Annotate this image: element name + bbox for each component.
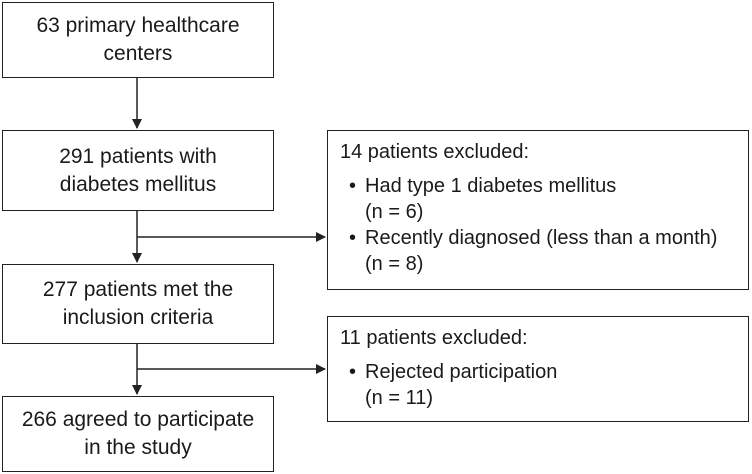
exclusion-item: • Rejected participation (n = 11) xyxy=(340,359,748,411)
box-inclusion-criteria: 277 patients met the inclusion criteria xyxy=(2,264,274,344)
box-text-line: 277 patients met the xyxy=(42,278,234,301)
exclusion-item-count: (n = 8) xyxy=(365,253,424,275)
exclusion-item-count: (n = 6) xyxy=(365,201,424,223)
box-exclusion-second: 11 patients excluded: • Rejected partici… xyxy=(327,316,749,422)
box-text-line: 291 patients with xyxy=(59,144,217,168)
bullet-icon: • xyxy=(349,175,357,197)
box-text-line: 63 primary healthcare xyxy=(36,14,240,37)
bullet-icon: • xyxy=(349,361,357,383)
box-text-line: centers xyxy=(103,42,173,65)
box-text-line: diabetes mellitus xyxy=(59,172,217,196)
exclusion-title: 11 patients excluded: xyxy=(340,327,528,349)
box-exclusion-first: 14 patients excluded: • Had type 1 diabe… xyxy=(327,130,749,290)
box-diabetes-patients: 291 patients with diabetes mellitus xyxy=(2,130,274,211)
exclusion-item-reason: Had type 1 diabetes mellitus xyxy=(365,175,617,197)
box-text-line: in the study xyxy=(84,436,192,459)
exclusion-item-reason: Recently diagnosed (less than a month) xyxy=(365,227,718,249)
box-text-line: 266 agreed to participate xyxy=(21,408,255,431)
box-text-line: inclusion criteria xyxy=(62,306,214,329)
box-agreed-to-participate: 266 agreed to participate in the study xyxy=(2,396,274,472)
bullet-icon: • xyxy=(349,227,357,249)
exclusion-item-count: (n = 11) xyxy=(365,387,433,409)
box-primary-healthcare-centers: 63 primary healthcare centers xyxy=(2,2,274,78)
exclusion-title: 14 patients excluded: xyxy=(340,141,530,163)
exclusion-item: • Had type 1 diabetes mellitus (n = 6) xyxy=(340,173,748,225)
exclusion-item: • Recently diagnosed (less than a month)… xyxy=(340,225,748,277)
exclusion-item-reason: Rejected participation xyxy=(365,361,558,383)
